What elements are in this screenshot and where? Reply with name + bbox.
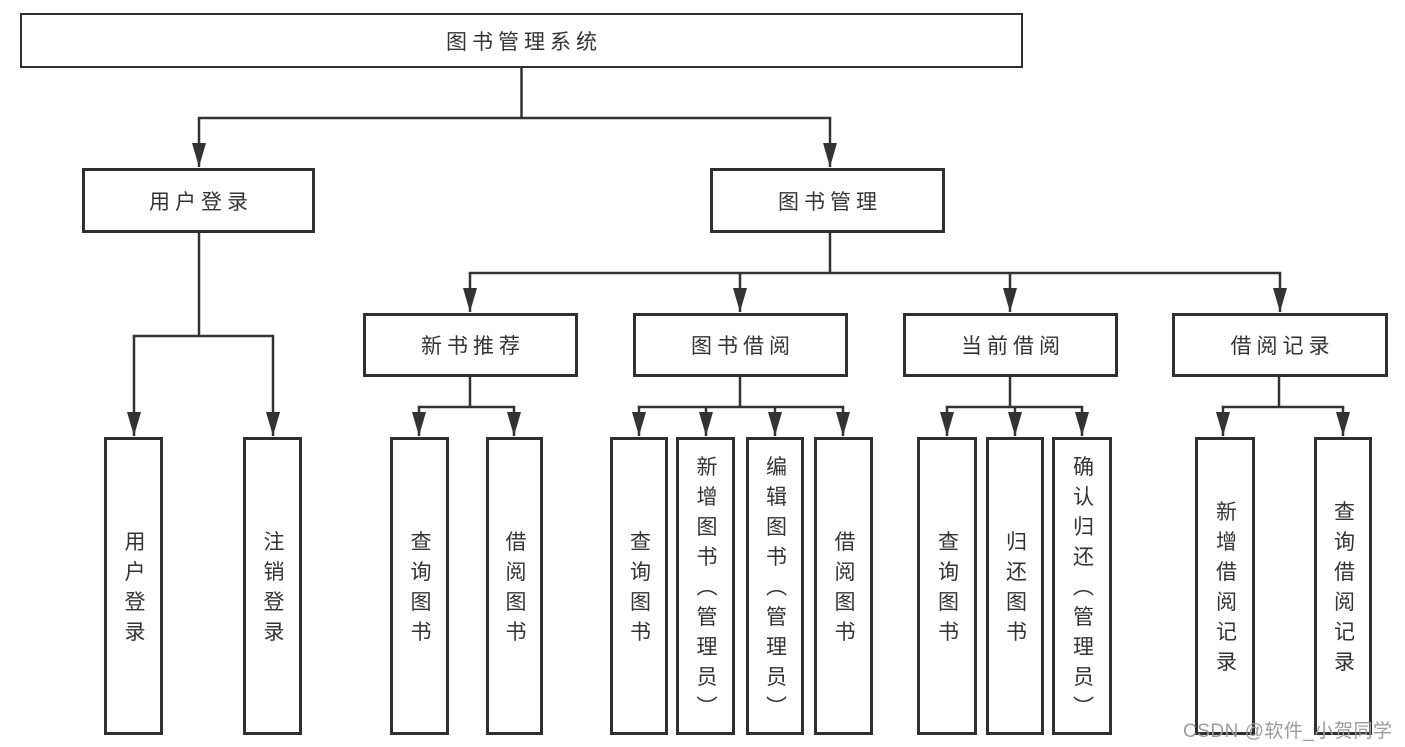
leaf-label: 新增图书（管理员） <box>694 455 717 726</box>
connector-current-borrow-split <box>945 377 1084 409</box>
node-label: 当前借阅 <box>961 335 1065 358</box>
leaf-label: 新增借阅记录 <box>1213 500 1237 681</box>
node-user-login: 用户登录 <box>82 168 315 233</box>
leaf-label: 编辑图书（管理员） <box>763 455 787 726</box>
connector-book-mgmt-split <box>468 233 1282 275</box>
node-current-borrow: 当前借阅 <box>903 313 1118 377</box>
connector-borrow-records-split <box>1221 377 1345 409</box>
leaf-label: 查询图书 <box>935 530 959 651</box>
leaf-user-login: 用户登录 <box>104 437 163 735</box>
node-library-management-system: 图书管理系统 <box>20 13 1023 68</box>
leaf-label: 查询图书 <box>627 530 651 651</box>
leaf-borrow-add-books-admin: 新增图书（管理员） <box>676 437 735 735</box>
leaf-user-logout: 注销登录 <box>243 437 302 735</box>
leaf-label: 用户登录 <box>122 530 145 651</box>
connector-root-split <box>197 68 832 120</box>
node-label: 图书管理 <box>778 190 882 214</box>
leaf-label: 确认归还（管理员） <box>1070 455 1094 726</box>
leaf-newbook-query-books: 查询图书 <box>390 437 449 735</box>
node-label: 图书借阅 <box>691 335 795 358</box>
leaf-borrow-edit-books-admin: 编辑图书（管理员） <box>746 437 804 735</box>
leaf-label: 注销登录 <box>261 530 284 651</box>
leaf-label: 借阅图书 <box>503 530 526 651</box>
node-book-management: 图书管理 <box>710 168 945 233</box>
leaf-label: 借阅图书 <box>832 530 855 651</box>
node-label: 用户登录 <box>149 190 253 214</box>
leaf-label: 查询借阅记录 <box>1331 500 1355 681</box>
leaf-current-confirm-return-admin: 确认归还（管理员） <box>1052 437 1112 735</box>
node-borrow-records: 借阅记录 <box>1172 313 1388 377</box>
node-label: 借阅记录 <box>1230 335 1335 358</box>
leaf-label: 归还图书 <box>1003 530 1027 651</box>
leaf-borrow-borrow-books: 借阅图书 <box>814 437 873 735</box>
leaf-current-return-books: 归还图书 <box>986 437 1044 735</box>
watermark: CSDN @软件_小贺同学 <box>1183 721 1393 742</box>
node-label: 图书管理系统 <box>446 30 602 54</box>
connector-book-borrow-split <box>637 377 845 409</box>
leaf-current-query-books: 查询图书 <box>917 437 977 735</box>
leaf-newbook-borrow-books: 借阅图书 <box>486 437 543 735</box>
leaf-borrow-query-books: 查询图书 <box>610 437 668 735</box>
leaf-records-query-borrow-record: 查询借阅记录 <box>1314 437 1372 735</box>
node-label: 新书推荐 <box>421 335 525 358</box>
node-book-borrow: 图书借阅 <box>633 313 848 377</box>
leaf-label: 查询图书 <box>408 530 431 651</box>
connector-new-book-split <box>417 377 516 409</box>
leaf-records-add-borrow-record: 新增借阅记录 <box>1195 437 1255 735</box>
connector-user-login-split <box>132 233 275 338</box>
node-new-book-recommend: 新书推荐 <box>363 313 578 377</box>
